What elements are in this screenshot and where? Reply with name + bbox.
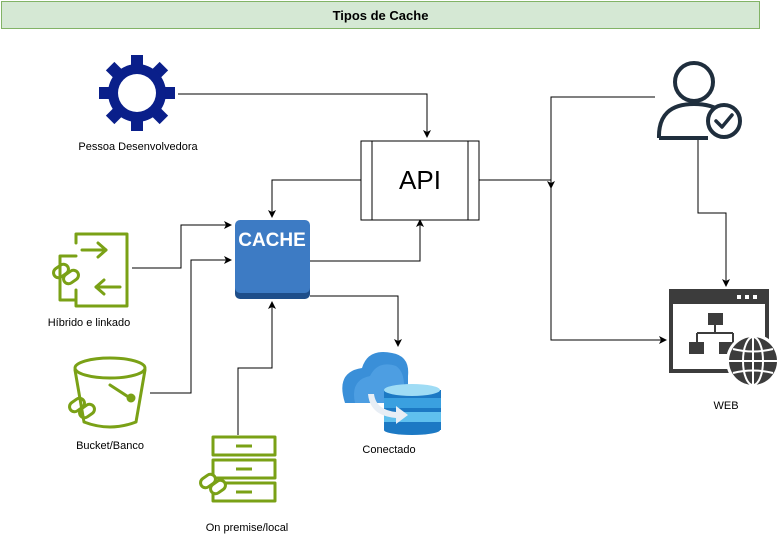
connectors	[132, 93, 730, 435]
onpremise-label: On premise/local	[206, 522, 289, 534]
web-sitemap-icon	[669, 289, 780, 388]
web-label: WEB	[713, 400, 738, 412]
cache-label: CACHE	[238, 230, 306, 251]
bucket-label: Bucket/Banco	[76, 440, 144, 452]
edge-api-to-cache	[268, 179, 361, 218]
bucket-icon	[68, 356, 147, 429]
edge-user-to-api-line	[547, 96, 655, 189]
server-icon	[199, 435, 277, 503]
hybrid-link-icon	[52, 232, 129, 308]
diagram-title: Tipos de Cache	[1, 1, 760, 29]
hybrid-label: Híbrido e linkado	[48, 317, 131, 329]
gear-icon	[99, 55, 175, 131]
edge-cache-to-connected	[310, 295, 402, 347]
edge-bucket-to-cache	[150, 256, 232, 394]
edge-cache-to-api	[310, 219, 424, 262]
edge-api-to-web	[479, 179, 667, 344]
edge-user-to-web	[697, 140, 730, 287]
edge-hybrid-to-cache	[132, 221, 232, 269]
edge-developer-to-api	[178, 93, 431, 138]
cloud-database-icon	[342, 352, 441, 435]
user-check-icon	[656, 61, 742, 140]
connected-label: Conectado	[362, 444, 415, 456]
api-node: API	[360, 140, 480, 221]
api-label: API	[399, 165, 441, 195]
edge-onpremise-to-cache	[237, 301, 276, 435]
cache-node: CACHE	[235, 220, 310, 299]
developer-label: Pessoa Desenvolvedora	[78, 141, 198, 153]
